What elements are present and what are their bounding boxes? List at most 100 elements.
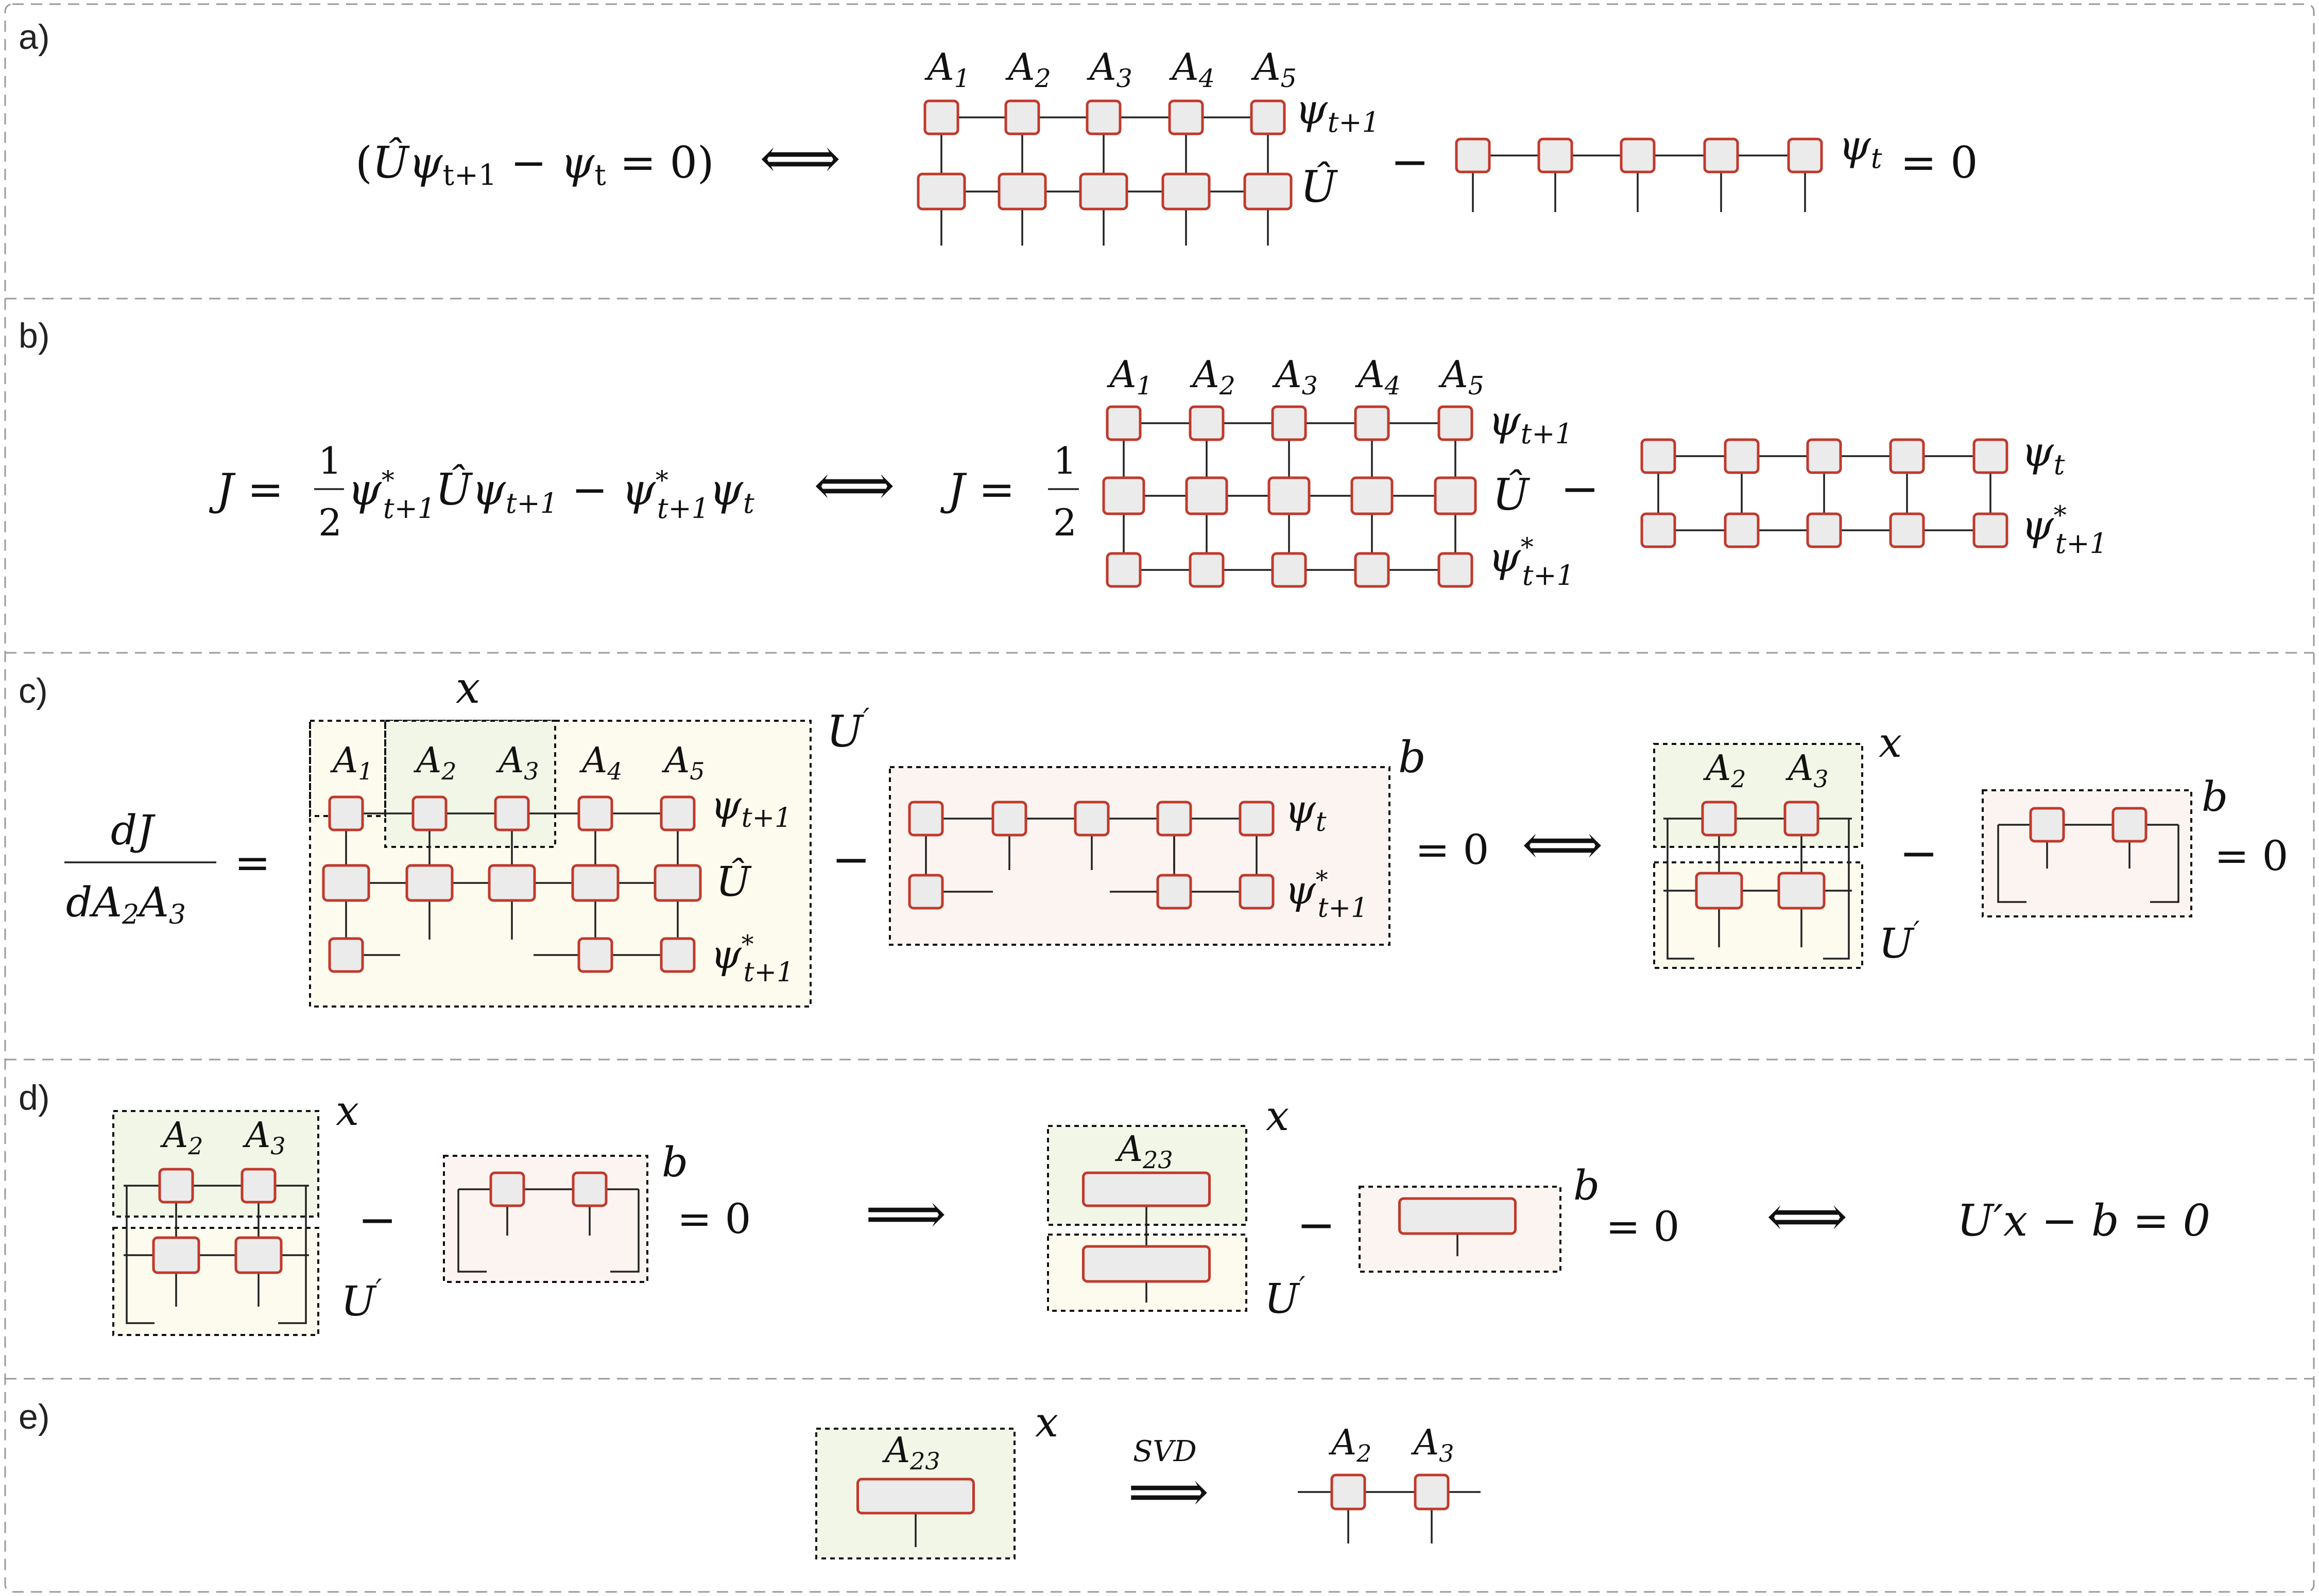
d-final-equation: U′x − b = 0	[1957, 1195, 2210, 1246]
tensor-node-35	[1806, 512, 1842, 548]
tensor-node-54	[991, 801, 1027, 837]
tensor-nodes	[152, 99, 2148, 1515]
panel-label-e: e)	[19, 1397, 49, 1436]
tensor-node-53	[908, 801, 944, 837]
d-minus-1: −	[358, 1193, 397, 1247]
site-label-2: A2	[160, 1115, 203, 1160]
site-label-5: A5	[1438, 353, 1484, 401]
site-label-4: A4	[1355, 353, 1401, 401]
tensor-node-73	[1082, 1171, 1211, 1207]
dashed-group-box-7	[112, 1110, 319, 1218]
tensor-node-45	[488, 864, 536, 902]
tensor-node-25	[1350, 476, 1394, 515]
tensor-node-38	[1972, 438, 2008, 474]
c-label-psi-star-t1-b: ψ*t+1	[1285, 865, 1368, 924]
tensor-node-24	[1354, 405, 1390, 441]
a-label-U: Û	[1300, 161, 1338, 212]
tensor-node-2	[1086, 99, 1122, 135]
tensor-node-18	[1189, 405, 1225, 441]
c-label-psi-t: ψt	[1285, 786, 1327, 838]
tensor-node-31	[1640, 512, 1676, 548]
tensor-node-23	[1271, 552, 1307, 588]
tensor-node-56	[1156, 801, 1192, 837]
b-rhs-half-num: 1	[1053, 439, 1077, 482]
tensor-node-29	[1437, 552, 1473, 588]
b-label-psi-star-t1-right: ψ*t+1	[2021, 500, 2107, 560]
c-label-x-right: x	[1879, 719, 1902, 767]
c-frac-den: dA2A3	[66, 878, 186, 930]
site-label-2: A2	[1703, 748, 1746, 793]
b-iff-arrow: ⟺	[814, 452, 895, 518]
panel-label-b: b)	[19, 316, 49, 355]
tensor-node-57	[1239, 801, 1275, 837]
tensor-node-78	[1414, 1473, 1450, 1511]
tensor-node-19	[1185, 476, 1228, 515]
tensor-node-68	[152, 1236, 200, 1274]
tensor-node-4	[1250, 99, 1286, 135]
dashed-group-box-6	[1982, 789, 2192, 917]
tensor-node-49	[654, 864, 702, 902]
tensor-node-10	[1455, 137, 1491, 174]
d-eq-zero-2: = 0	[1606, 1203, 1679, 1251]
a-lhs-equation: (Ûψt+1 − ψt = 0)	[355, 137, 714, 192]
tensor-node-65	[2029, 807, 2065, 843]
tensor-node-64	[1777, 872, 1826, 910]
e-label-svd: SVD	[1133, 1435, 1197, 1468]
dashed-group-box-2	[309, 720, 386, 817]
c-eq-zero-2: = 0	[2214, 832, 2288, 880]
tensor-node-44	[494, 795, 530, 831]
e-label-A3: A3	[1411, 1422, 1454, 1467]
panel-label-a: a)	[19, 18, 49, 57]
tensor-node-40	[328, 795, 364, 831]
a-label-psi-t: ψt	[1839, 122, 1882, 175]
tensor-node-67	[158, 1168, 194, 1204]
bond-68	[2150, 825, 2179, 903]
d-label-b-2: b	[1573, 1161, 1600, 1209]
tensor-node-17	[1106, 552, 1142, 588]
b-lhs-J: J =	[209, 464, 284, 515]
d-implies-arrow: ⟹	[865, 1181, 947, 1246]
tensor-node-13	[1703, 137, 1739, 174]
tensor-node-32	[1724, 438, 1760, 474]
tensor-node-8	[1161, 172, 1211, 211]
bond-62	[1667, 819, 1694, 960]
bond-67	[1997, 825, 2026, 903]
site-label-3: A3	[1272, 353, 1318, 401]
tensor-node-48	[660, 795, 696, 831]
tensor-node-22	[1267, 476, 1311, 515]
c-label-U: Û	[716, 857, 752, 906]
tensor-node-58	[908, 874, 944, 910]
tensor-node-52	[660, 937, 696, 973]
tensor-node-59	[1156, 874, 1192, 910]
site-label-4: A4	[1169, 45, 1215, 93]
tensor-node-51	[577, 937, 613, 973]
e-label-A23: A23	[882, 1430, 940, 1475]
tensor-node-33	[1724, 512, 1760, 548]
d-label-x-1: x	[336, 1087, 359, 1135]
region-boxes	[112, 720, 2192, 1559]
b-label-U: Û	[1492, 469, 1531, 520]
tensor-node-55	[1074, 801, 1110, 837]
site-label-3: A3	[1785, 748, 1828, 793]
c-eq-zero-1: = 0	[1415, 826, 1489, 874]
tensor-node-42	[411, 795, 448, 831]
b-label-psi-star-t1: ψ*t+1	[1488, 532, 1574, 592]
site-label-5: A5	[1251, 45, 1297, 93]
tensor-node-34	[1806, 438, 1842, 474]
tensor-node-37	[1889, 512, 1925, 548]
tensor-node-30	[1640, 438, 1676, 474]
tensor-node-70	[234, 1236, 283, 1274]
b-rhs-J: J =	[940, 464, 1015, 515]
tensor-node-72	[572, 1171, 608, 1207]
tensor-node-39	[1972, 512, 2008, 548]
c-iff-arrow: ⟺	[1522, 811, 1603, 877]
site-label-2: A2	[413, 740, 456, 785]
site-label-1: A1	[924, 45, 970, 93]
panel-label-c: c)	[19, 671, 48, 710]
bond-81	[610, 1189, 640, 1273]
c-minus-2: −	[1899, 826, 1938, 880]
tensor-node-69	[241, 1168, 277, 1204]
tensor-node-71	[489, 1171, 525, 1207]
tensor-node-20	[1189, 552, 1225, 588]
